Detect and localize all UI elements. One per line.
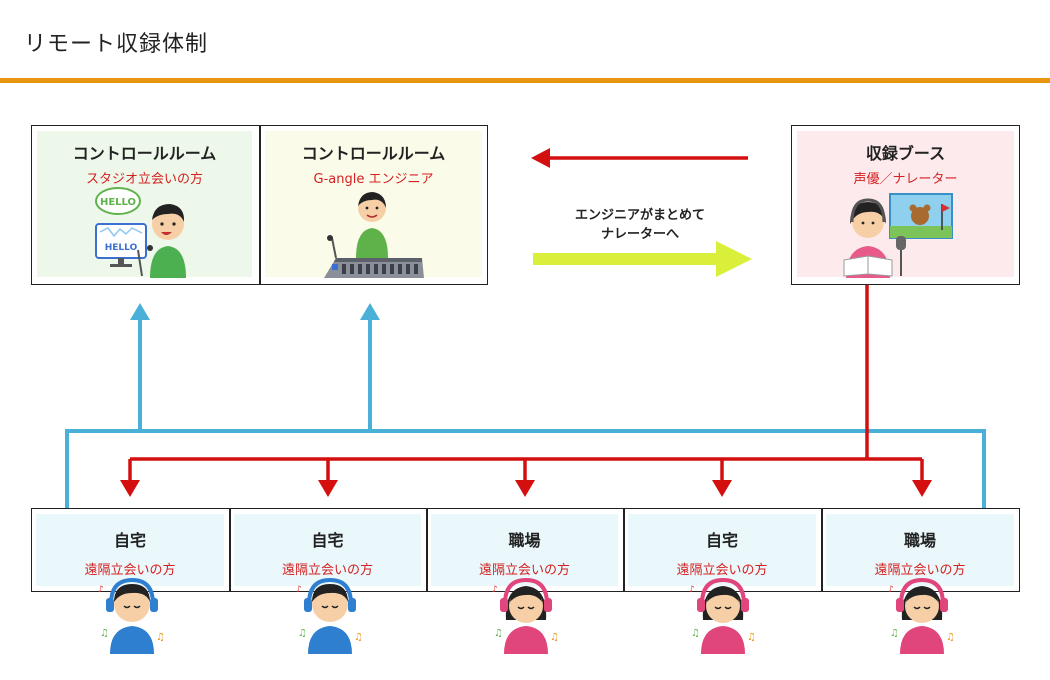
remote-site-divider-3: [623, 509, 625, 591]
remote-site-2: 自宅 遠隔立会いの方: [234, 514, 421, 586]
svg-text:♫: ♫: [494, 628, 503, 639]
listener-female-icon: ♫ ♫ ♪: [888, 577, 955, 654]
remote-site-3: 職場 遠隔立会いの方: [431, 514, 618, 586]
control-room-engineer-heading: コントロールルーム: [301, 144, 446, 163]
control-room-studio-sub: スタジオ立会いの方: [85, 172, 203, 187]
svg-text:♫: ♫: [946, 632, 955, 643]
engineer-illustration: [324, 192, 424, 278]
listener-female-icon: ♫ ♫ ♪: [689, 577, 756, 654]
page-title: リモート収録体制: [24, 32, 209, 57]
remote-site-heading: 自宅: [311, 531, 344, 550]
remote-site-1: 自宅 遠隔立会いの方: [36, 514, 224, 586]
red-arrowhead-2: [318, 480, 338, 497]
engineer-relay-caption: エンジニアがまとめて ナレーターへ: [530, 206, 750, 244]
hello-bubble-text: HELLO: [100, 197, 136, 208]
listener-male-icon: ♫ ♫ ♪: [296, 577, 363, 654]
remote-site-sub: 遠隔立会いの方: [676, 563, 768, 578]
svg-text:♫: ♫: [890, 628, 899, 639]
narrator-illustration: [843, 193, 953, 278]
remote-site-sub: 遠隔立会いの方: [84, 563, 176, 578]
remote-site-sub: 遠隔立会いの方: [874, 563, 966, 578]
svg-text:♪: ♪: [492, 585, 498, 595]
green-arrowhead: [716, 241, 752, 277]
blue-frame-line: [65, 429, 986, 508]
remote-site-divider-1: [229, 509, 231, 591]
remote-site-heading: 職場: [508, 531, 541, 550]
remote-site-5: 職場 遠隔立会いの方: [826, 514, 1014, 586]
svg-text:♫: ♫: [691, 628, 700, 639]
booth-heading: 収録ブース: [865, 144, 946, 163]
svg-text:♪: ♪: [888, 585, 894, 595]
relay-caption-line-2: ナレーターへ: [600, 227, 679, 242]
remote-site-sub: 遠隔立会いの方: [281, 563, 373, 578]
blue-arrowhead-1: [130, 303, 150, 320]
listener-female-icon: ♫ ♫ ♪: [492, 577, 559, 654]
red-arrowhead-3: [515, 480, 535, 497]
red-connectors: [128, 285, 924, 482]
control-room-engineer-sub: G-angle エンジニア: [313, 172, 434, 187]
svg-text:♫: ♫: [354, 632, 363, 643]
green-arrow-shaft: [533, 253, 718, 265]
booth-sub: 声優／ナレーター: [853, 172, 958, 187]
control-room-studio-heading: コントロールルーム: [72, 144, 217, 163]
remote-site-sub: 遠隔立会いの方: [478, 563, 570, 578]
svg-text:♫: ♫: [156, 632, 165, 643]
title-divider: [0, 78, 1050, 83]
remote-site-divider-4: [821, 509, 823, 591]
blue-connectors: [65, 318, 986, 508]
studio-attendee-illustration: HELLO HELLO: [95, 187, 186, 278]
svg-text:♪: ♪: [296, 585, 302, 595]
svg-text:♫: ♫: [747, 632, 756, 643]
remote-site-heading: 自宅: [113, 531, 146, 550]
red-arrowhead-left: [531, 148, 550, 168]
svg-text:♫: ♫: [298, 628, 307, 639]
remote-site-divider-2: [426, 509, 428, 591]
red-arrowhead-4: [712, 480, 732, 497]
blue-arrowhead-2: [360, 303, 380, 320]
remote-site-heading: 職場: [903, 531, 936, 550]
control-room-divider: [259, 126, 261, 284]
relay-caption-line-1: エンジニアがまとめて: [574, 208, 705, 223]
svg-text:♪: ♪: [98, 585, 104, 595]
remote-site-4: 自宅 遠隔立会いの方: [628, 514, 816, 586]
svg-text:♪: ♪: [689, 585, 695, 595]
red-arrowhead-5: [912, 480, 932, 497]
listener-male-icon: ♫ ♫ ♪: [98, 577, 165, 654]
svg-text:♫: ♫: [100, 628, 109, 639]
hello-screen-text: HELLO: [105, 243, 138, 253]
red-arrowhead-1: [120, 480, 140, 497]
svg-text:♫: ♫: [550, 632, 559, 643]
remote-site-heading: 自宅: [705, 531, 738, 550]
